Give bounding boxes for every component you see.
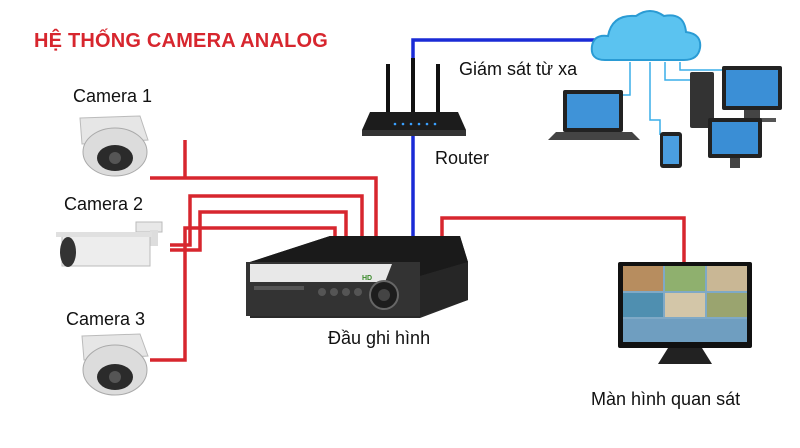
camera3-cable (150, 226, 337, 362)
monitor-icon (618, 262, 752, 364)
cloud-icon (590, 10, 702, 61)
camera3-label: Camera 3 (66, 309, 146, 329)
remote-monitoring-label: Giám sát từ xa (459, 59, 578, 79)
camera3-dome-icon (81, 333, 149, 396)
camera1-cable (150, 140, 378, 240)
laptop-icon (548, 90, 640, 140)
camera1-dome-icon (79, 115, 149, 177)
cloud-links (610, 62, 741, 135)
page-title: HỆ THỐNG CAMERA ANALOG (34, 30, 329, 52)
monitor-computer-icon (708, 118, 762, 168)
camera1-label: Camera 1 (73, 86, 153, 106)
monitor-label: Màn hình quan sát (591, 389, 741, 409)
camera-cables (150, 140, 686, 362)
desktop-computer-icon (690, 66, 782, 128)
tablet-icon (660, 132, 682, 168)
camera2-label: Camera 2 (64, 194, 144, 214)
recorder-badge: HD (362, 275, 372, 282)
recorder-icon (246, 236, 468, 318)
recorder-label: Đầu ghi hình (328, 328, 431, 348)
camera2-bullet-icon (56, 221, 163, 267)
router-icon (362, 58, 466, 136)
monitor-cable (440, 216, 686, 262)
router-label: Router (435, 148, 490, 168)
camera2-cable-b (170, 210, 348, 252)
